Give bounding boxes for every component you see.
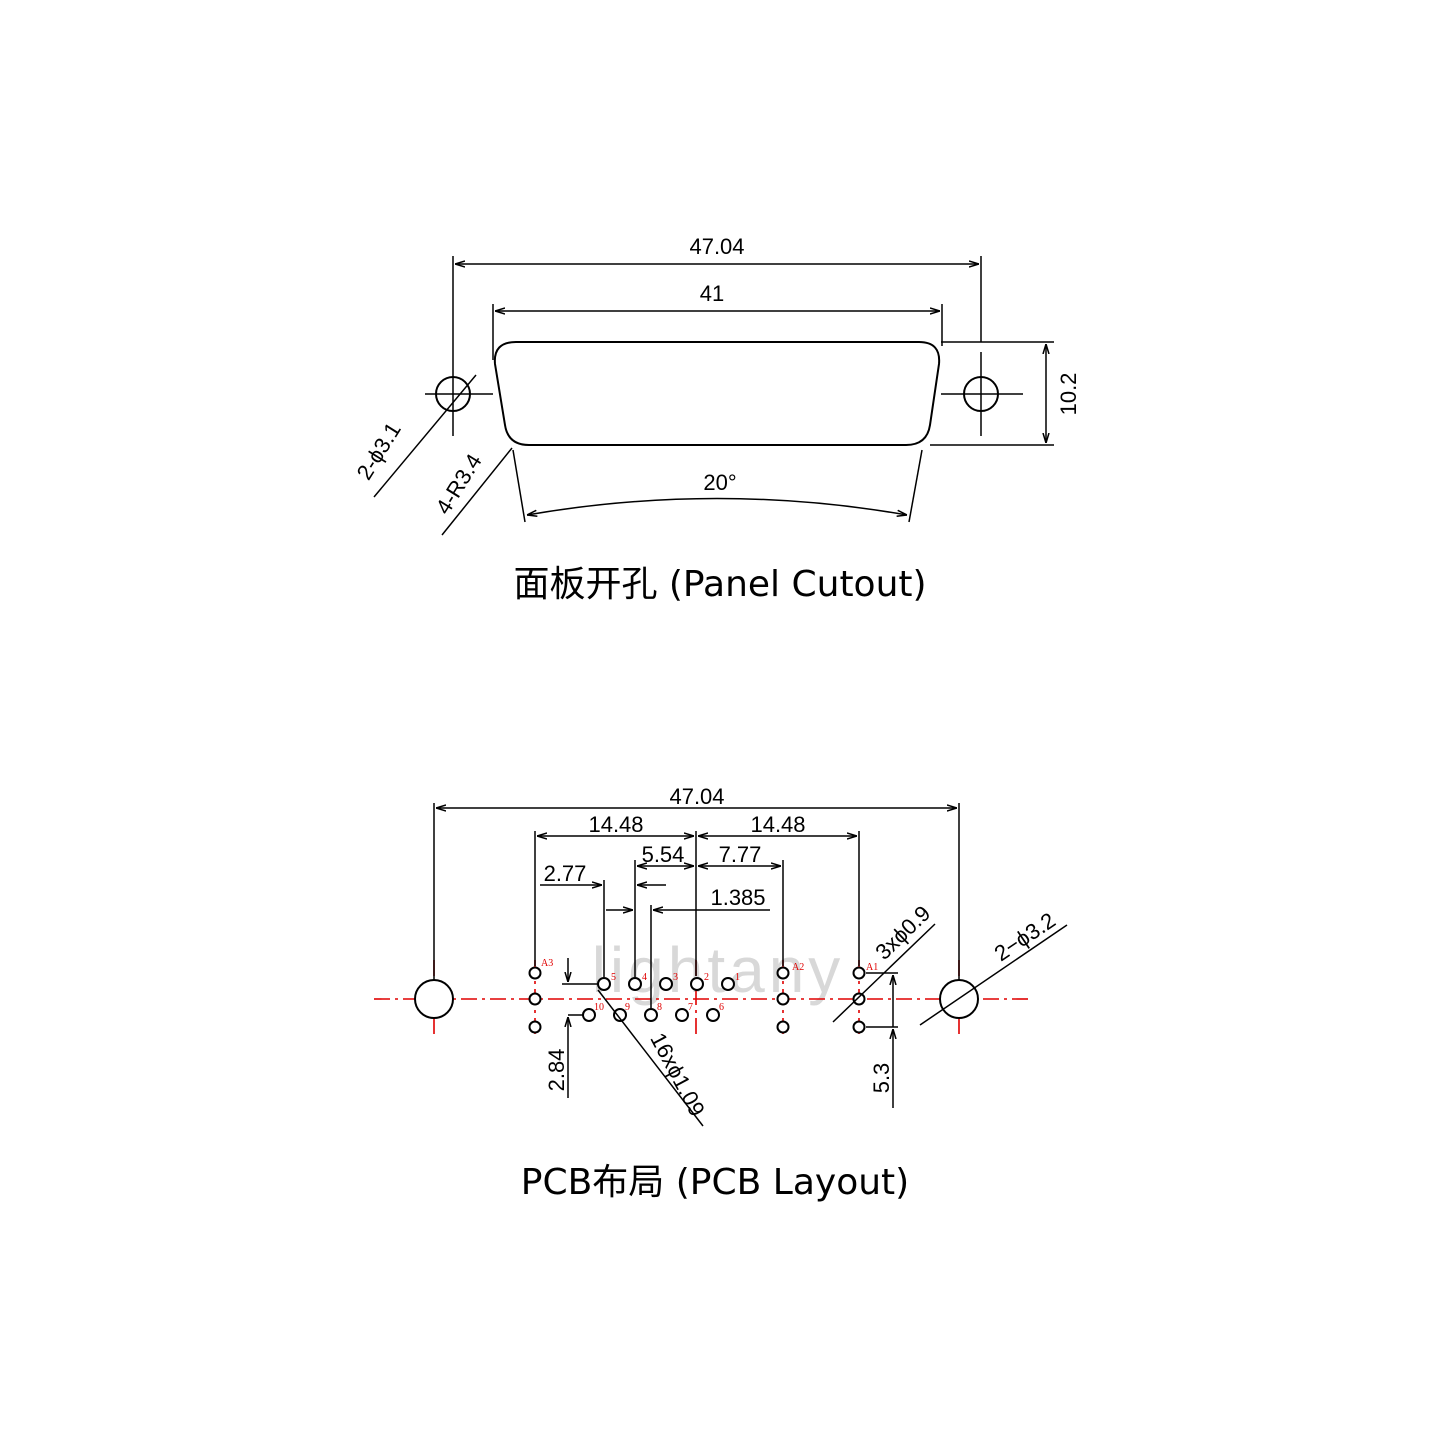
panel-overall-width-dimension: 47.04 bbox=[452, 234, 982, 352]
panel-height-dimension: 10.2 bbox=[930, 341, 1081, 446]
pcb-5-3-label: 5.3 bbox=[869, 1063, 894, 1094]
watermark: lightany bbox=[592, 934, 845, 1006]
pcb-right-span-label: 14.48 bbox=[750, 812, 805, 837]
panel-opening-width-label: 41 bbox=[700, 281, 724, 306]
panel-corner-radius-label: 4-R3.4 bbox=[431, 449, 487, 518]
pin-label-8: 8 bbox=[657, 1002, 662, 1013]
pcb-overall-width-dimension: 47.04 bbox=[433, 784, 960, 980]
pcb-2-77-dimension: 2.77 bbox=[540, 861, 666, 977]
pcb-5-54-label: 5.54 bbox=[642, 842, 685, 867]
pcb-2-84-dimension: 2.84 bbox=[544, 958, 598, 1098]
pcb-signal-hole-label: 16xϕ1.09 bbox=[645, 1029, 710, 1121]
d-sub-opening-outline bbox=[493, 341, 941, 446]
pin-label-1: 1 bbox=[735, 972, 740, 983]
pin-label-9: 9 bbox=[625, 1002, 630, 1013]
pcb-2-84-label: 2.84 bbox=[544, 1049, 569, 1092]
pin-label-a2: A2 bbox=[792, 962, 804, 973]
right-mount-hole bbox=[941, 352, 1023, 436]
pcb-left-span-label: 14.48 bbox=[588, 812, 643, 837]
coax-a1-holes bbox=[852, 966, 866, 1034]
pin-label-5: 5 bbox=[611, 972, 616, 983]
pcb-coax-hole-leader: 3xϕ0.9 bbox=[832, 901, 936, 1023]
pcb-layout-view: lightany bbox=[374, 784, 1068, 1203]
pin-label-a3: A3 bbox=[541, 958, 553, 969]
signal-pin-row-bottom bbox=[582, 1008, 720, 1022]
pin-label-a1: A1 bbox=[866, 962, 878, 973]
pcb-layout-caption: PCB布局 (PCB Layout) bbox=[521, 1162, 909, 1203]
panel-cutout-view: 47.04 41 10.2 2-ϕ3.1 4-R3.4 bbox=[351, 234, 1081, 605]
panel-angle-dimension: 20° bbox=[512, 449, 923, 523]
pcb-5-3-dimension: 5.3 bbox=[866, 972, 898, 1108]
panel-cutout-caption: 面板开孔 (Panel Cutout) bbox=[513, 564, 926, 605]
pin-label-7: 7 bbox=[688, 1002, 693, 1013]
pcb-left-mount-hole bbox=[414, 979, 454, 1019]
panel-corner-radius-leader: 4-R3.4 bbox=[431, 447, 513, 536]
coax-a3-holes bbox=[528, 966, 542, 1034]
panel-overall-width-label: 47.04 bbox=[689, 234, 744, 259]
coax-a2-holes bbox=[776, 966, 790, 1034]
pin-label-3: 3 bbox=[673, 972, 678, 983]
panel-angle-label: 20° bbox=[703, 470, 736, 495]
pcb-2-77-label: 2.77 bbox=[544, 861, 587, 886]
signal-pin-row-top bbox=[597, 977, 735, 991]
pcb-1-385-dimension: 1.385 bbox=[606, 885, 770, 1008]
pin-label-4: 4 bbox=[642, 972, 647, 983]
pin-label-2: 2 bbox=[704, 972, 709, 983]
pcb-1-385-label: 1.385 bbox=[710, 885, 765, 910]
pcb-span-dimensions: 14.48 14.48 bbox=[534, 812, 860, 976]
pcb-overall-width-label: 47.04 bbox=[669, 784, 724, 809]
pin-label-10: 10 bbox=[594, 1002, 604, 1013]
panel-height-label: 10.2 bbox=[1056, 373, 1081, 416]
pin-label-6: 6 bbox=[719, 1002, 724, 1013]
pcb-pin-offset-dimensions: 5.54 7.77 bbox=[634, 842, 784, 977]
pcb-7-77-label: 7.77 bbox=[719, 842, 762, 867]
left-mount-hole bbox=[425, 352, 493, 436]
panel-mount-hole-label: 2-ϕ3.1 bbox=[351, 418, 405, 484]
panel-opening-width-dimension: 41 bbox=[492, 281, 943, 360]
